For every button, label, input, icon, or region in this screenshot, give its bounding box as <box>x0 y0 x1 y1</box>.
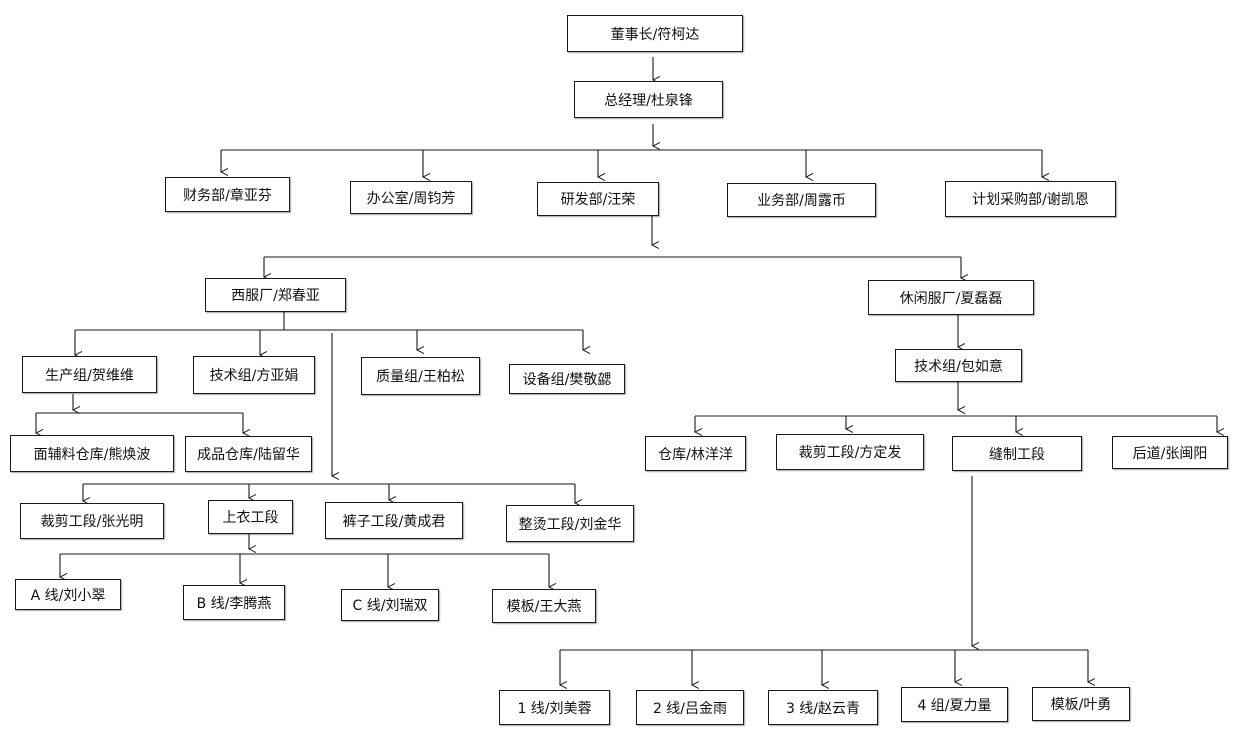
node-casual-cutting-section: 裁剪工段/方定发 <box>776 434 924 470</box>
node-west-line-b: B 线/李腾燕 <box>183 585 285 620</box>
node-casual-line-2: 2 线/吕金雨 <box>636 690 744 725</box>
node-casual-finishing: 后道/张闽阳 <box>1112 436 1228 469</box>
node-casual-sewing-section: 缝制工段 <box>952 436 1082 471</box>
node-west-production-group: 生产组/贺维维 <box>22 356 157 393</box>
node-casual-warehouse: 仓库/林洋洋 <box>645 436 746 471</box>
node-business-dept: 业务部/周露币 <box>727 183 876 217</box>
node-west-line-a: A 线/刘小翠 <box>15 579 121 610</box>
node-west-factory: 西服厂/郑春亚 <box>205 278 346 312</box>
node-chairman: 董事长/符柯达 <box>567 15 743 52</box>
node-office: 办公室/周钧芳 <box>350 181 472 214</box>
node-finance-dept: 财务部/章亚芬 <box>165 177 290 212</box>
node-west-cutting-section: 裁剪工段/张光明 <box>20 503 164 539</box>
node-casual-factory: 休闲服厂/夏磊磊 <box>868 280 1034 315</box>
node-west-template: 模板/王大燕 <box>492 589 596 623</box>
node-rnd-dept: 研发部/汪荣 <box>537 182 659 216</box>
node-west-quality-group: 质量组/王柏松 <box>361 357 480 395</box>
node-planning-dept: 计划采购部/谢凯恩 <box>945 181 1116 217</box>
node-west-ironing-section: 整烫工段/刘金华 <box>506 505 634 542</box>
node-west-tech-group: 技术组/方亚娟 <box>193 356 315 394</box>
node-west-jacket-section: 上衣工段 <box>208 500 293 534</box>
node-general-manager: 总经理/杜泉锋 <box>574 81 723 118</box>
node-west-equipment-group: 设备组/樊敬勰 <box>509 364 625 394</box>
node-casual-line-3: 3 线/赵云青 <box>768 690 878 725</box>
node-casual-tech-group: 技术组/包如意 <box>895 349 1022 382</box>
node-west-trousers-section: 裤子工段/黄成君 <box>325 502 463 539</box>
node-west-material-warehouse: 面辅料仓库/熊焕波 <box>10 435 174 472</box>
node-west-product-warehouse: 成品仓库/陆留华 <box>185 436 312 472</box>
node-casual-line-1: 1 线/刘美蓉 <box>499 690 610 725</box>
node-casual-template: 模板/叶勇 <box>1032 687 1130 721</box>
node-west-line-c: C 线/刘瑞双 <box>341 589 439 621</box>
node-casual-group-4: 4 组/夏力量 <box>901 687 1008 722</box>
